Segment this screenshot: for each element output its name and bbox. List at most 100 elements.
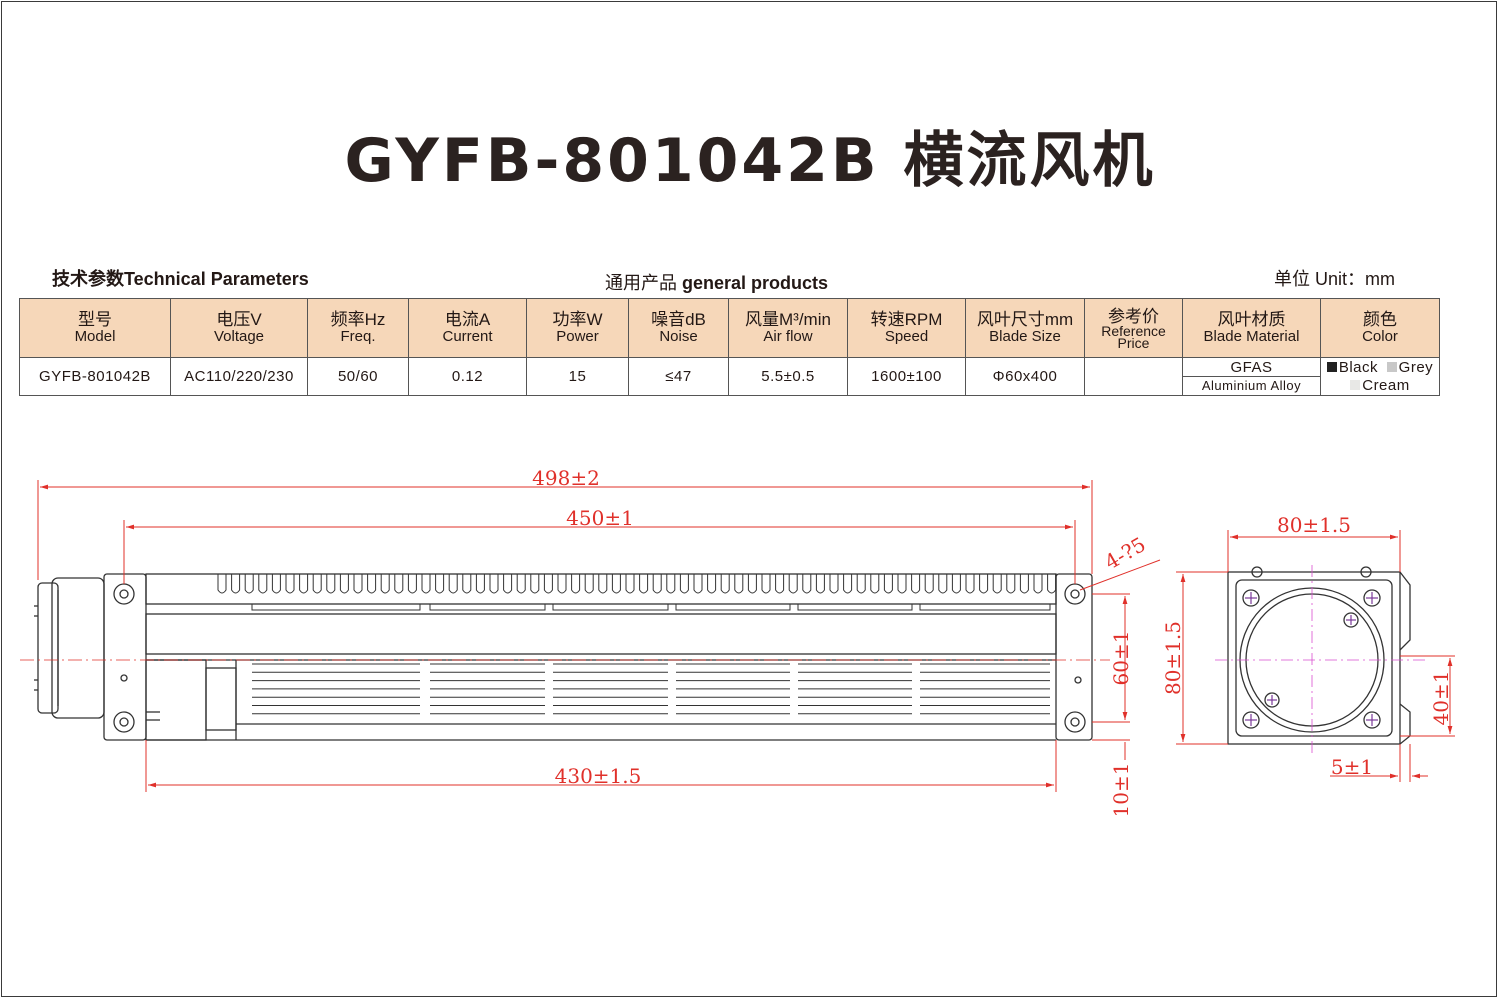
louvre-slot bbox=[693, 574, 703, 594]
louvre-slot bbox=[856, 574, 866, 594]
material-gfas: GFAS bbox=[1183, 359, 1320, 377]
louvre-slot bbox=[339, 574, 349, 594]
cell-material: GFAS Aluminium Alloy bbox=[1182, 357, 1321, 396]
dim-impeller-length: 430±1.5 bbox=[555, 764, 642, 788]
louvre-slot bbox=[1047, 574, 1057, 594]
louvre-slot bbox=[543, 574, 553, 594]
louvre-slot bbox=[271, 574, 281, 594]
louvre-slot bbox=[652, 574, 662, 594]
cell-voltage: AC110/220/230 bbox=[170, 357, 308, 396]
left-hole-bottom bbox=[113, 711, 135, 733]
dim-side-width: 80±1.5 bbox=[1277, 513, 1351, 537]
louvre-slot bbox=[489, 574, 499, 594]
louvre-slot bbox=[571, 574, 581, 594]
dim-height-60: 60±1 bbox=[1109, 631, 1133, 686]
louvre-slot bbox=[625, 574, 635, 594]
louvre-slot bbox=[407, 574, 417, 594]
louvre-slot bbox=[734, 574, 744, 594]
louvre-slot bbox=[802, 574, 812, 594]
louvre-slot bbox=[761, 574, 771, 594]
louvre-slot bbox=[475, 574, 485, 594]
motor-cap bbox=[51, 577, 105, 719]
louvre-slot bbox=[353, 574, 363, 594]
right-hole-top bbox=[1064, 583, 1086, 605]
tech-params-heading: 技术参数Technical Parameters bbox=[52, 265, 309, 291]
dim-side-40: 40±1 bbox=[1429, 671, 1453, 726]
louvre-slot bbox=[924, 574, 934, 594]
louvre-slot bbox=[299, 574, 309, 594]
louvre-slot bbox=[965, 574, 975, 594]
cell-price bbox=[1084, 357, 1183, 396]
dim-mount-span: 450±1 bbox=[566, 506, 634, 530]
left-hole-top bbox=[113, 583, 135, 605]
dim-side-5: 5±1 bbox=[1331, 755, 1373, 779]
blade-top-segment bbox=[552, 603, 669, 611]
side-dimension-labels: 80±1.5 80±1.5 40±1 5±1 bbox=[1161, 513, 1453, 779]
page-title: GYFB-801042B 横流风机 bbox=[344, 126, 1156, 196]
front-dimension-labels: 498±2 450±1 430±1.5 4-?5 60±1 10±1 bbox=[532, 466, 1150, 817]
louvre-slot bbox=[938, 574, 948, 594]
louvre-slot bbox=[897, 574, 907, 594]
color-black: Black bbox=[1338, 358, 1378, 376]
impeller-blades bbox=[251, 603, 1051, 715]
louvre-slot bbox=[666, 574, 676, 594]
side-screw-4 bbox=[1363, 711, 1381, 729]
louvre-slot bbox=[829, 574, 839, 594]
louvre-slot bbox=[394, 574, 404, 594]
side-dimensions bbox=[1176, 530, 1455, 782]
material-aluminium: Aluminium Alloy bbox=[1201, 378, 1302, 393]
side-flange bbox=[1399, 571, 1411, 651]
louvre-slots bbox=[217, 574, 1057, 594]
louvre-slot bbox=[380, 574, 390, 594]
side-screw-3 bbox=[1242, 711, 1260, 729]
louvre-slot bbox=[639, 574, 649, 594]
louvre-slot bbox=[1006, 574, 1016, 594]
louvre-slot bbox=[747, 574, 757, 594]
cell-blade-size: Φ60x400 bbox=[965, 357, 1085, 396]
dim-overall-length: 498±2 bbox=[532, 466, 600, 490]
right-bracket bbox=[1055, 573, 1093, 741]
louvre-slot bbox=[285, 574, 295, 594]
unit-en: Unit：mm bbox=[1315, 269, 1396, 289]
louvre-slot bbox=[775, 574, 785, 594]
louvre-slot bbox=[258, 574, 268, 594]
louvre-slot bbox=[530, 574, 540, 594]
cell-current: 0.12 bbox=[408, 357, 527, 396]
dim-offset-10: 10±1 bbox=[1109, 763, 1133, 818]
color-cream: Cream bbox=[1362, 376, 1410, 394]
louvre-slot bbox=[435, 574, 445, 594]
louvre-slot bbox=[679, 574, 689, 594]
blade-top-segment bbox=[429, 603, 546, 611]
louvre-slot bbox=[367, 574, 377, 594]
louvre-slot bbox=[598, 574, 608, 594]
motor-housing bbox=[145, 659, 207, 741]
housing-mid bbox=[145, 613, 1057, 655]
louvre-slot bbox=[1019, 574, 1029, 594]
louvre-slot bbox=[244, 574, 254, 594]
dim-side-height: 80±1.5 bbox=[1161, 621, 1185, 695]
dim-hole: 4-?5 bbox=[1101, 532, 1150, 574]
unit-cn: 单位 bbox=[1274, 269, 1310, 289]
louvre-slot bbox=[557, 574, 567, 594]
blade-top-segment bbox=[251, 603, 421, 611]
cell-noise: ≤47 bbox=[628, 357, 729, 396]
unit-heading: 单位 Unit：mm bbox=[1274, 265, 1395, 291]
right-hole-bottom bbox=[1064, 711, 1086, 733]
side-screw-2 bbox=[1363, 589, 1381, 607]
tech-params-en: Technical Parameters bbox=[124, 269, 309, 289]
front-view bbox=[34, 573, 1093, 741]
